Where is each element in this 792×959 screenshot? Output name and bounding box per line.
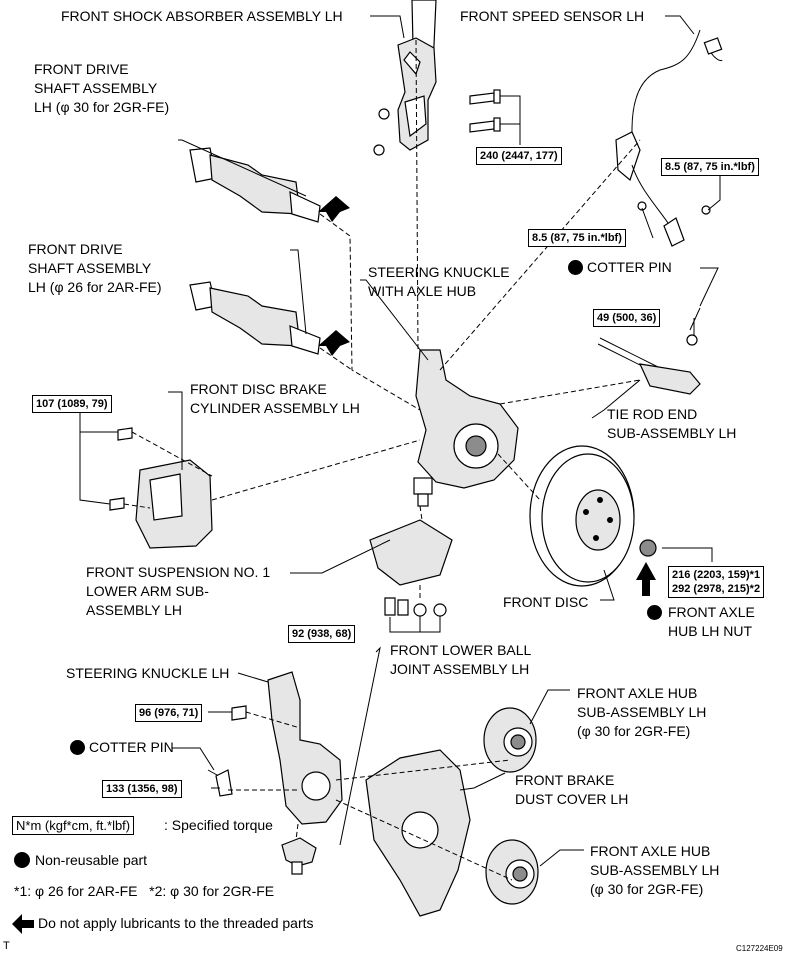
tie-rod-drawing	[597, 307, 701, 395]
label-dust-cover: FRONT BRAKE DUST COVER LH	[515, 772, 629, 807]
torque-ball-joint-bolts: 92 (938, 68)	[288, 625, 356, 643]
non-reusable-icon	[647, 605, 662, 620]
speed-sensor-drawing	[615, 29, 723, 247]
label-ball-joint: FRONT LOWER BALL JOINT ASSEMBLY LH	[390, 642, 532, 677]
non-reusable-icon	[14, 852, 30, 868]
torque-tie-rod-nut: 49 (500, 36)	[593, 309, 661, 327]
label-drive-shaft-30: FRONT DRIVE SHAFT ASSEMBLY LH (φ 30 for …	[34, 61, 170, 115]
torque-knuckle-bolt: 96 (976, 71)	[135, 704, 203, 722]
drive-shaft-26-drawing	[189, 281, 350, 356]
label-axle-hub-nut: FRONT AXLE HUB LH NUT	[668, 604, 755, 639]
label-cotter-pin-top: COTTER PIN	[587, 259, 672, 275]
torque-sensor-upper: 8.5 (87, 75 in.*lbf)	[661, 158, 759, 176]
assembly-lines	[123, 39, 641, 881]
dust-cover-drawing	[365, 749, 471, 917]
legend-arrow	[12, 914, 34, 934]
lower-arm-drawing	[369, 519, 453, 617]
legend-torque-unit: N*m (kgf*cm, ft.*lbf)	[12, 816, 135, 835]
torque-knuckle-nut: 133 (1356, 98)	[102, 780, 182, 798]
torque-shock-bolts: 240 (2447, 177)	[476, 147, 562, 165]
figure-id: C127224E09	[736, 944, 783, 953]
label-drive-shaft-26: FRONT DRIVE SHAFT ASSEMBLY LH (φ 26 for …	[28, 241, 162, 295]
legend-footnotes: *1: φ 26 for 2AR-FE *2: φ 30 for 2GR-FE	[14, 883, 275, 899]
leader-lines	[79, 15, 721, 867]
front-disc-drawing	[529, 445, 657, 596]
axle-hub-bottom-drawing	[485, 839, 539, 905]
steering-knuckle-drawing	[207, 671, 343, 875]
non-reusable-icon	[568, 260, 583, 275]
label-tie-rod: TIE ROD END SUB-ASSEMBLY LH	[607, 406, 737, 441]
non-reusable-icon	[70, 740, 85, 755]
label-speed-sensor: FRONT SPEED SENSOR LH	[460, 8, 645, 24]
label-cotter-pin-bottom: COTTER PIN	[89, 739, 174, 755]
torque-hub-nut: 216 (2203, 159)*1 292 (2978, 215)*2	[668, 566, 765, 598]
label-front-disc: FRONT DISC	[503, 594, 589, 610]
axle-hub-top-drawing	[483, 707, 537, 773]
label-steering-knuckle-hub: STEERING KNUCKLE WITH AXLE HUB	[368, 264, 510, 299]
brake-caliper-drawing	[109, 427, 213, 549]
legend-lubricant-note: Do not apply lubricants to the threaded …	[38, 915, 314, 931]
label-brake-cylinder: FRONT DISC BRAKE CYLINDER ASSEMBLY LH	[190, 381, 360, 416]
label-shock-absorber: FRONT SHOCK ABSORBER ASSEMBLY LH	[61, 8, 343, 24]
label-axle-hub-top: FRONT AXLE HUB SUB-ASSEMBLY LH (φ 30 for…	[577, 685, 707, 739]
torque-sensor-lower: 8.5 (87, 75 in.*lbf)	[528, 229, 626, 247]
label-lower-arm: FRONT SUSPENSION NO. 1 LOWER ARM SUB- AS…	[86, 564, 271, 618]
legend-torque-desc: : Specified torque	[164, 817, 273, 833]
drive-shaft-30-drawing	[189, 147, 350, 223]
corner-code: T	[3, 940, 10, 952]
steering-knuckle-hub-drawing	[413, 349, 519, 507]
torque-caliper-bolts: 107 (1089, 79)	[32, 395, 112, 413]
shock-absorber-drawing	[373, 0, 501, 156]
label-steering-knuckle: STEERING KNUCKLE LH	[66, 665, 230, 681]
label-axle-hub-bottom: FRONT AXLE HUB SUB-ASSEMBLY LH (φ 30 for…	[590, 843, 720, 897]
legend-non-reusable: Non-reusable part	[35, 852, 148, 868]
